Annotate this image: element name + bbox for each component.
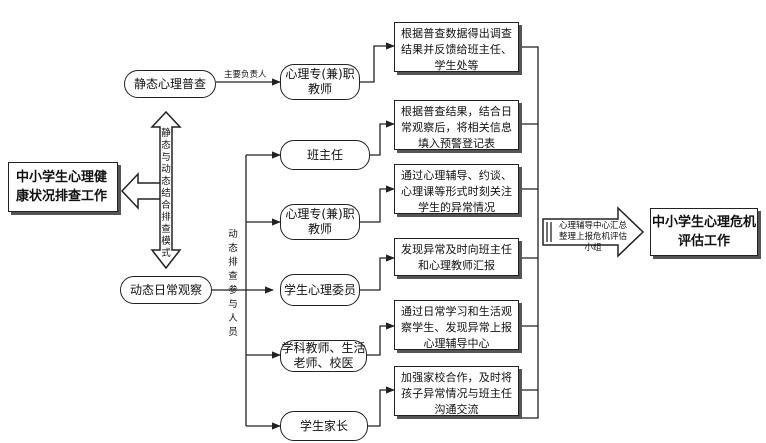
role-label: 心理专(兼)职教师 [285, 207, 355, 236]
role-label: 心理专(兼)职教师 [285, 67, 355, 96]
dynamic-check-box: 动态日常观察 [120, 276, 212, 304]
role-parents: 学生家长 [280, 411, 368, 441]
role-label: 班主任 [306, 147, 343, 162]
static-dynamic-mode-label: 静态与动态结合排查模式 [161, 128, 171, 259]
role-subject-teachers: 学科教师、生活老师、校医 [280, 340, 367, 372]
role-student-committee: 学生心理委员 [280, 274, 360, 306]
static-check-text: 静态心理普查 [133, 76, 206, 91]
dynamic-check-text: 动态日常观察 [129, 282, 202, 297]
static-check-box: 静态心理普查 [124, 70, 216, 98]
description-box-1: 根据普查数据得出调查结果并反馈给班主任、学生处等 [394, 22, 519, 72]
description-box-3: 通过心理辅导、约谈、心理课等形式时刻关注学生的异常情况 [394, 164, 519, 214]
role-label: 学生心理委员 [283, 282, 356, 297]
dynamic-participants-label: 动态排查参与人员 [228, 229, 238, 338]
role-psych-teacher-top: 心理专(兼)职教师 [280, 64, 360, 100]
role-label: 学生家长 [299, 418, 348, 433]
role-psych-teacher-mid: 心理专(兼)职教师 [280, 204, 360, 240]
description-box-5: 通过日常学习和生活观察学生、发现异常上报心理辅导中心 [394, 300, 519, 350]
right-main-text: 中小学生心理危机评估工作 [651, 215, 756, 249]
role-class-teacher: 班主任 [280, 140, 370, 170]
description-box-6: 加强家校合作，及时将孩子异常情况与班主任沟通交流 [394, 366, 519, 416]
role-label: 学科教师、生活老师、校医 [281, 341, 366, 370]
right-main-box: 中小学生心理危机评估工作 [650, 208, 758, 256]
responsible-label: 主要负责人 [224, 70, 267, 80]
left-main-box: 中小学生心理健康状况排查工作 [8, 162, 118, 212]
description-box-4: 发现异常及时向班主任和心理教师汇报 [394, 238, 519, 276]
left-main-text: 中小学生心理健康状况排查工作 [16, 170, 108, 204]
aggregation-arrow-label: 心理辅导中心汇总整理上报危机评估小组 [558, 221, 627, 253]
description-box-2: 根据普查结果，结合日常观察后，将相关信息填入预警登记表 [394, 100, 519, 150]
